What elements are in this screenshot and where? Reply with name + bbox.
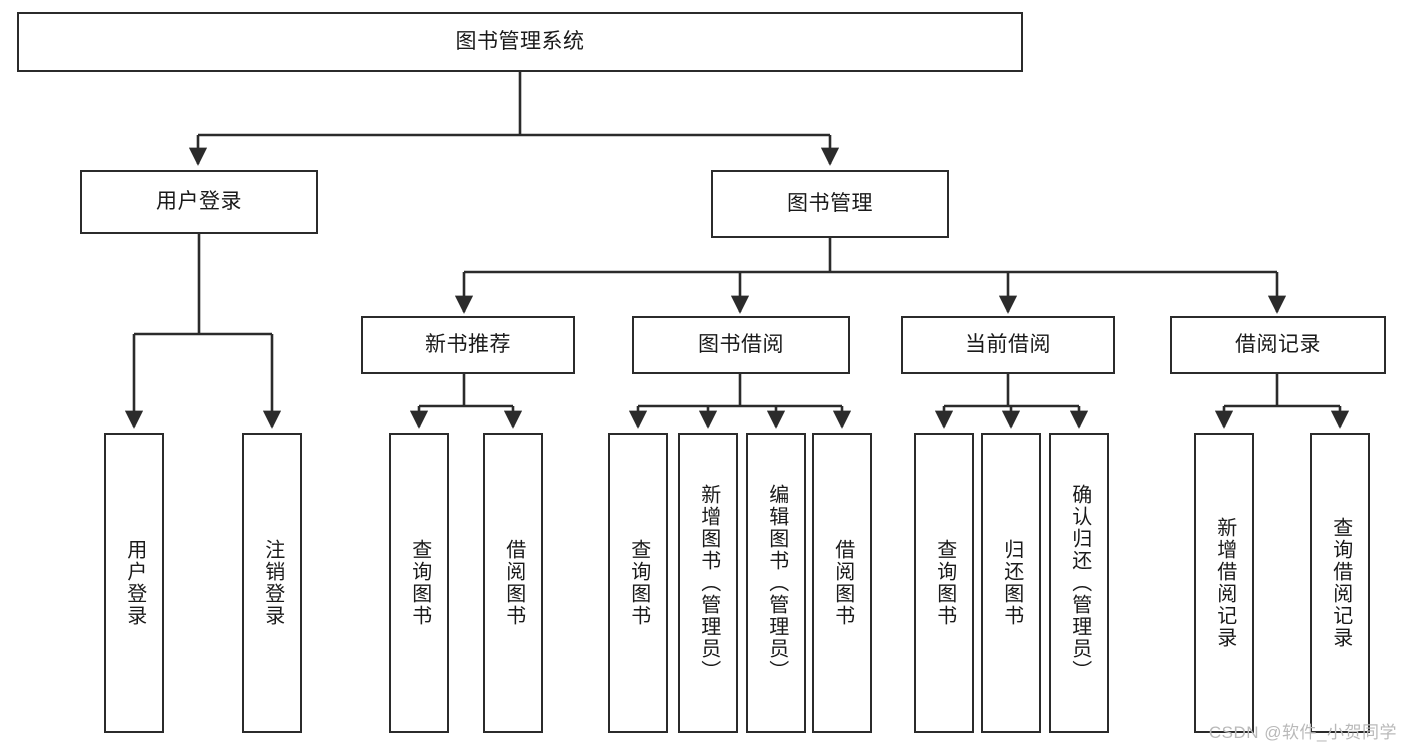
node-leaf-rec-borrow[interactable]: 借阅图书: [483, 433, 543, 733]
node-book-borrow-label: 图书借阅: [698, 332, 784, 356]
node-user-login-label: 用户登录: [156, 189, 242, 213]
csdn-watermark: CSDN @软件_小贺同学: [1208, 723, 1397, 742]
node-leaf-rec-add-label: 新增借阅记录: [1213, 517, 1236, 649]
node-leaf-rec-borrow-label: 借阅图书: [502, 539, 525, 627]
node-book-borrow[interactable]: 图书借阅: [632, 316, 850, 374]
node-leaf-cur-query-label: 查询图书: [933, 539, 956, 627]
node-leaf-cur-query[interactable]: 查询图书: [914, 433, 974, 733]
node-leaf-borrow-lend[interactable]: 借阅图书: [812, 433, 872, 733]
node-leaf-rec-add[interactable]: 新增借阅记录: [1194, 433, 1254, 733]
node-current-borrow-label: 当前借阅: [965, 332, 1051, 356]
node-leaf-cur-confirm-label: 确认归还（管理员）: [1068, 484, 1091, 682]
node-leaf-cur-return[interactable]: 归还图书: [981, 433, 1041, 733]
node-leaf-user-logout[interactable]: 注销登录: [242, 433, 302, 733]
node-leaf-rec-query[interactable]: 查询图书: [389, 433, 449, 733]
node-leaf-user-login[interactable]: 用户登录: [104, 433, 164, 733]
node-leaf-cur-confirm[interactable]: 确认归还（管理员）: [1049, 433, 1109, 733]
node-root-label: 图书管理系统: [455, 29, 585, 53]
node-leaf-borrow-add-label: 新增图书（管理员）: [697, 484, 720, 682]
node-borrow-record-label: 借阅记录: [1235, 332, 1321, 356]
node-new-book-rec-label: 新书推荐: [425, 332, 511, 356]
node-leaf-user-login-label: 用户登录: [123, 539, 146, 627]
node-leaf-rec-query-label: 查询图书: [408, 539, 431, 627]
node-leaf-borrow-add[interactable]: 新增图书（管理员）: [678, 433, 738, 733]
node-leaf-cur-return-label: 归还图书: [1000, 539, 1023, 627]
node-leaf-borrow-edit[interactable]: 编辑图书（管理员）: [746, 433, 806, 733]
node-leaf-rec-search[interactable]: 查询借阅记录: [1310, 433, 1370, 733]
node-book-manage[interactable]: 图书管理: [711, 170, 949, 238]
node-leaf-borrow-query-label: 查询图书: [627, 539, 650, 627]
node-user-login[interactable]: 用户登录: [80, 170, 318, 234]
node-book-manage-label: 图书管理: [787, 191, 873, 215]
node-current-borrow[interactable]: 当前借阅: [901, 316, 1115, 374]
node-leaf-borrow-query[interactable]: 查询图书: [608, 433, 668, 733]
node-leaf-borrow-edit-label: 编辑图书（管理员）: [765, 484, 788, 682]
node-leaf-user-logout-label: 注销登录: [261, 539, 284, 627]
node-leaf-borrow-lend-label: 借阅图书: [831, 539, 854, 627]
node-leaf-rec-search-label: 查询借阅记录: [1329, 517, 1352, 649]
node-new-book-rec[interactable]: 新书推荐: [361, 316, 575, 374]
node-borrow-record[interactable]: 借阅记录: [1170, 316, 1386, 374]
node-root[interactable]: 图书管理系统: [17, 12, 1023, 72]
